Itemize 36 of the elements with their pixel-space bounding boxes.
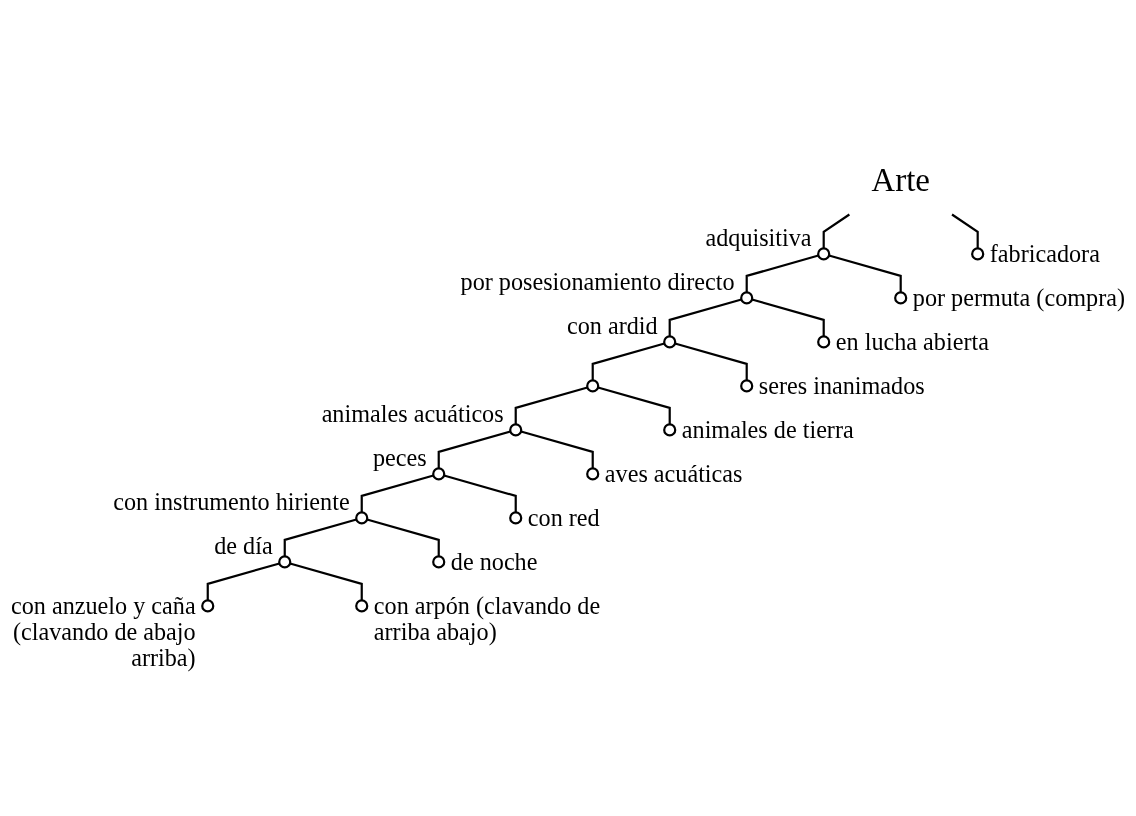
connector xyxy=(366,518,440,557)
connector xyxy=(289,562,363,601)
node-caption: con red xyxy=(527,503,600,531)
connector xyxy=(668,298,742,337)
node-caption: adquisitiva xyxy=(705,224,812,252)
node-caption: fabricadora xyxy=(989,239,1100,267)
connector xyxy=(443,474,517,513)
connector xyxy=(745,254,819,293)
node-caption: peces xyxy=(372,444,427,472)
connector xyxy=(822,213,850,249)
node-caption: con anzuelo y caña (clavando de abajo arriba) xyxy=(11,591,196,672)
node-caption: con arpón (clavando de arriba abajo) xyxy=(373,591,601,645)
node-caption: aves acuáticas xyxy=(604,459,743,487)
node-caption: de noche xyxy=(450,547,538,575)
connector xyxy=(437,430,511,469)
connector xyxy=(828,254,902,293)
node-caption: seres inanimados xyxy=(758,371,925,399)
node-caption: por posesionamiento directo xyxy=(460,268,735,296)
node-caption: por permuta (compra) xyxy=(912,283,1126,311)
connector xyxy=(751,298,825,337)
node-caption: con instrumento hiriente xyxy=(113,488,350,516)
connector xyxy=(283,518,357,557)
heading-label: Arte xyxy=(871,161,930,198)
node-caption: animales acuáticos xyxy=(321,400,504,428)
node-caption: animales de tierra xyxy=(681,415,854,443)
connector xyxy=(520,430,594,469)
connector xyxy=(360,474,434,513)
node-caption: en lucha abierta xyxy=(835,327,989,355)
node-caption: con ardid xyxy=(566,312,658,340)
connector xyxy=(591,342,665,381)
connector xyxy=(597,386,671,425)
connector xyxy=(206,562,280,601)
connector xyxy=(674,342,748,381)
node-caption: de día xyxy=(214,532,273,560)
connector xyxy=(514,386,588,425)
connector xyxy=(951,213,979,249)
